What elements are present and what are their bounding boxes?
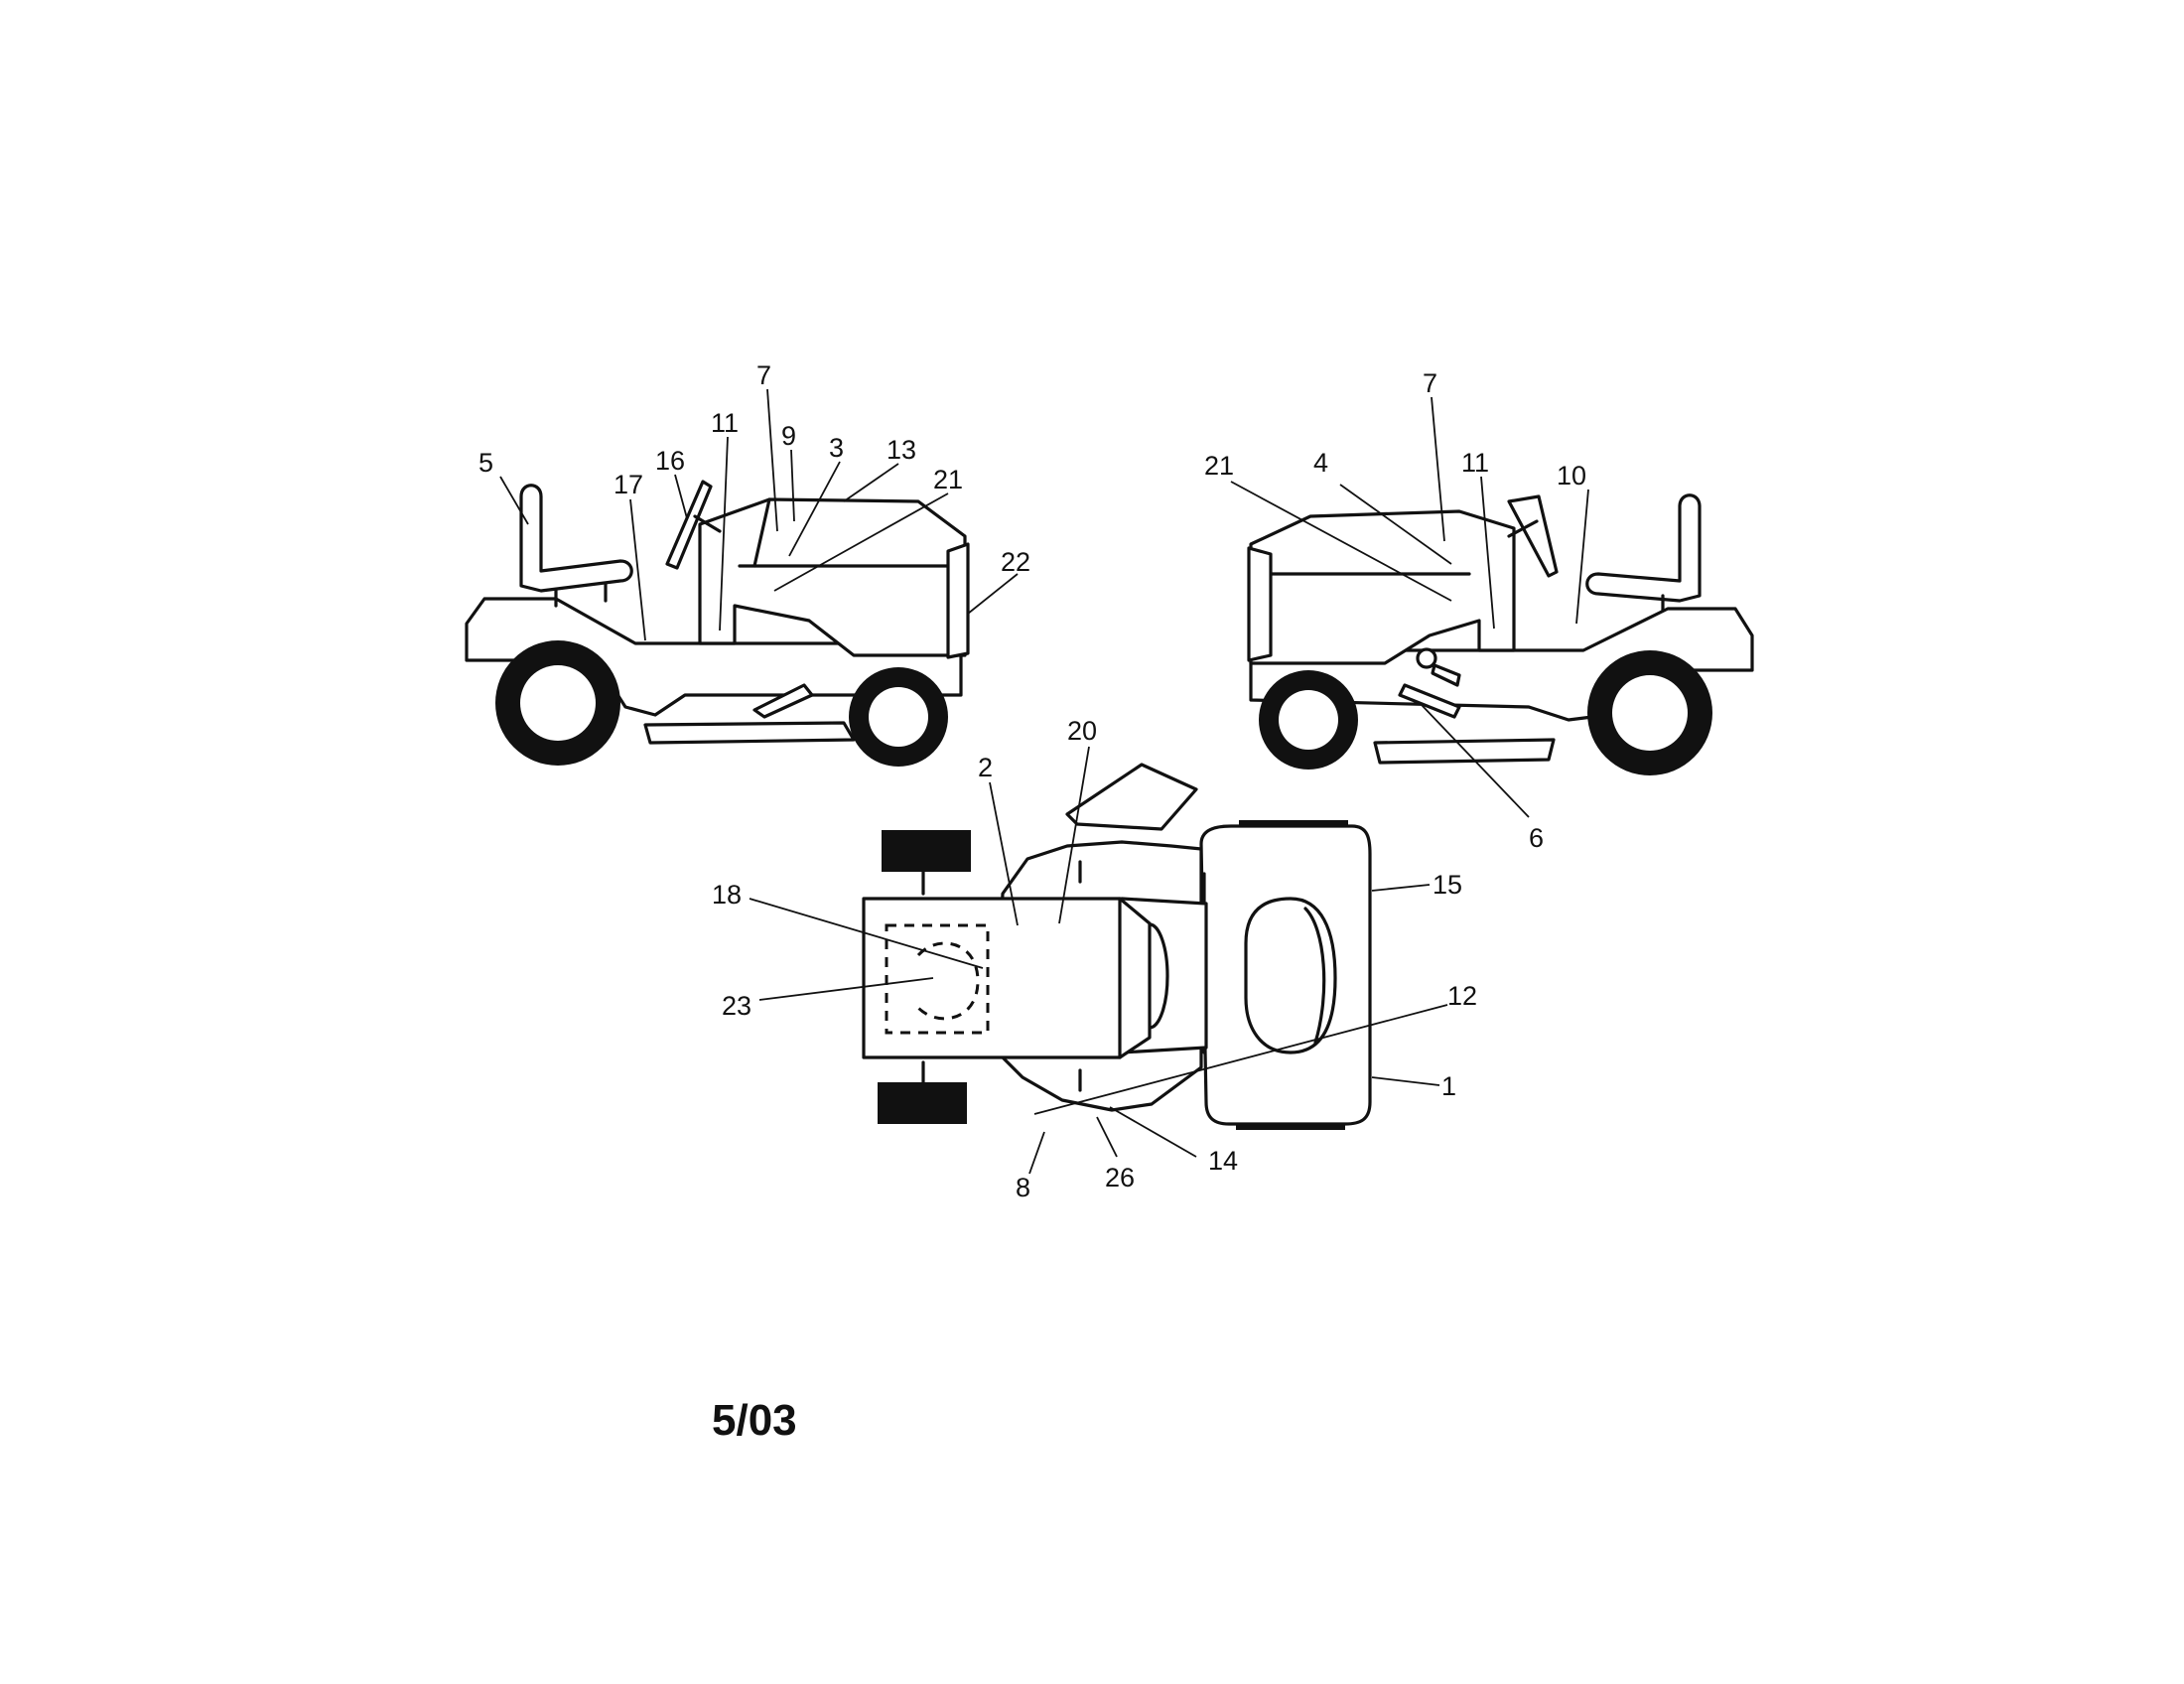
callout-label: 13 xyxy=(887,435,916,465)
tractor-right-side-view xyxy=(1247,493,1754,775)
callout-label: 5 xyxy=(478,448,493,478)
callout-labels: 5 16 11 7 9 3 13 21 17 22 7 21 4 11 10 6… xyxy=(478,360,1586,1202)
tractor-top-view xyxy=(862,763,1372,1130)
callout-label: 14 xyxy=(1208,1146,1238,1176)
date-code: 5/03 xyxy=(712,1396,797,1445)
callout-label: 4 xyxy=(1313,448,1328,478)
callout-label: 10 xyxy=(1557,461,1586,491)
callout-label: 6 xyxy=(1529,823,1544,853)
callout-label: 18 xyxy=(712,880,742,910)
callout-label: 11 xyxy=(711,408,739,438)
callout-label: 16 xyxy=(655,446,685,476)
callout-label: 20 xyxy=(1067,716,1097,746)
callout-label: 8 xyxy=(1016,1173,1030,1202)
callout-label: 23 xyxy=(722,991,751,1021)
callout-label: 21 xyxy=(1204,451,1234,481)
callout-label: 2 xyxy=(978,753,993,782)
callout-label: 26 xyxy=(1105,1163,1135,1193)
callout-label: 21 xyxy=(933,465,963,494)
callout-label: 1 xyxy=(1441,1071,1456,1101)
callout-label: 11 xyxy=(1461,448,1489,478)
callout-label: 9 xyxy=(781,421,796,451)
callout-label: 3 xyxy=(829,433,844,463)
callout-leader-lines xyxy=(499,388,1589,1175)
callout-label: 7 xyxy=(1423,368,1437,398)
callout-label: 12 xyxy=(1447,981,1477,1011)
callout-label: 15 xyxy=(1433,870,1462,900)
callout-label: 22 xyxy=(1001,547,1030,577)
callout-label: 17 xyxy=(614,470,643,499)
tractor-left-side-view xyxy=(465,480,970,767)
callout-label: 7 xyxy=(756,360,771,390)
